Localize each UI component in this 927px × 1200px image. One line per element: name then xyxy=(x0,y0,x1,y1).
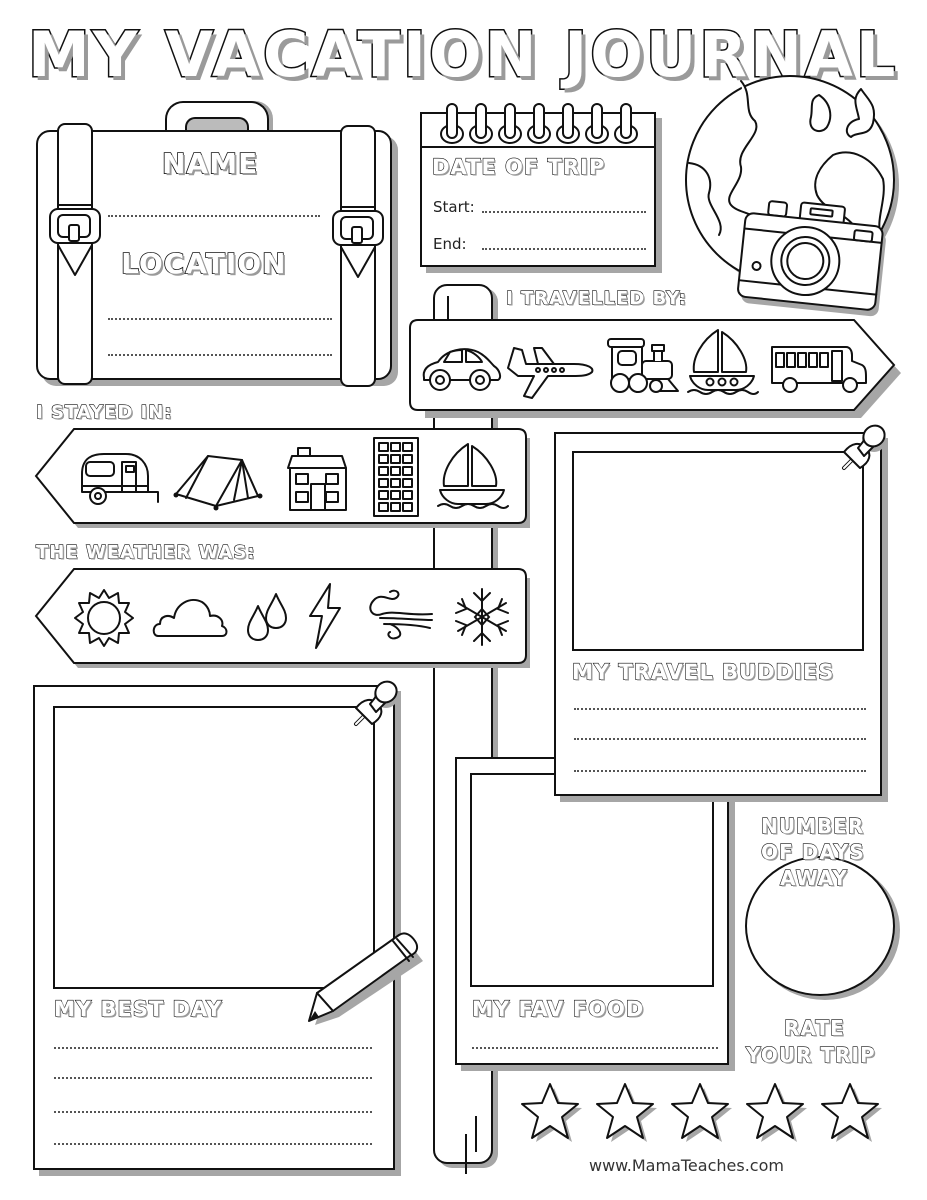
best-day-photo-area[interactable] xyxy=(53,706,375,989)
sailboat-icon[interactable] xyxy=(687,328,760,395)
train-icon[interactable] xyxy=(604,337,682,393)
calendar-divider xyxy=(420,146,656,148)
pushpin-icon xyxy=(354,680,398,726)
end-date-field[interactable] xyxy=(482,248,646,250)
fav-food-line-1[interactable] xyxy=(472,1047,718,1049)
travel-buddies-frame-overlay xyxy=(554,700,882,796)
name-label: NAME xyxy=(161,146,259,181)
end-label: End: xyxy=(433,235,467,253)
rate-trip-heading-2: YOUR TRIP xyxy=(745,1042,876,1067)
best-day-line-1[interactable] xyxy=(54,1047,372,1049)
camera-icon xyxy=(737,200,886,317)
airplane-icon[interactable] xyxy=(504,344,596,400)
name-field[interactable] xyxy=(108,215,320,217)
car-icon[interactable] xyxy=(420,344,502,392)
days-away-circle[interactable] xyxy=(745,856,895,996)
bus-icon[interactable] xyxy=(770,343,868,395)
house-icon[interactable] xyxy=(284,446,350,514)
calendar-rings-icon xyxy=(440,103,638,144)
location-field-2[interactable] xyxy=(108,354,332,356)
suitcase-body xyxy=(36,130,392,380)
snowflake-icon[interactable] xyxy=(452,587,512,647)
fav-food-photo-area[interactable] xyxy=(470,773,714,987)
weather-heading: THE WEATHER WAS: xyxy=(35,541,256,563)
star-rating xyxy=(521,1083,882,1142)
best-day-line-3[interactable] xyxy=(54,1111,372,1113)
start-date-field[interactable] xyxy=(482,211,646,213)
stayed-in-heading: I STAYED IN: xyxy=(35,401,173,423)
lightning-icon[interactable] xyxy=(306,582,344,650)
best-day-line-4[interactable] xyxy=(54,1143,372,1145)
star-4-icon[interactable] xyxy=(746,1083,807,1142)
cloud-icon[interactable] xyxy=(152,596,228,642)
days-away-heading-3: AWAY xyxy=(779,865,848,890)
footer-url: www.MamaTeaches.com xyxy=(589,1156,784,1175)
travel-buddies-heading: MY TRAVEL BUDDIES xyxy=(571,659,835,684)
tent-icon[interactable] xyxy=(172,450,268,512)
page-title: MY VACATION JOURNAL xyxy=(26,17,899,93)
star-5-icon[interactable] xyxy=(821,1083,882,1142)
star-1-icon[interactable] xyxy=(521,1083,582,1142)
date-of-trip-heading: DATE OF TRIP xyxy=(431,154,606,179)
star-3-icon[interactable] xyxy=(671,1083,732,1142)
buckle-icon xyxy=(332,206,384,278)
pushpin-icon xyxy=(842,424,886,470)
sailboat-icon[interactable] xyxy=(437,442,510,512)
location-label: LOCATION xyxy=(120,246,287,281)
hotel-building-icon[interactable] xyxy=(372,436,420,518)
best-day-heading: MY BEST DAY xyxy=(53,996,223,1021)
fav-food-heading: MY FAV FOOD xyxy=(471,996,645,1021)
travel-buddies-photo-area[interactable] xyxy=(572,451,864,651)
raindrops-icon[interactable] xyxy=(244,592,290,644)
rate-trip-heading-1: RATE xyxy=(783,1015,845,1040)
wind-icon[interactable] xyxy=(360,588,436,642)
days-away-heading-2: OF DAYS xyxy=(760,839,865,864)
sun-icon[interactable] xyxy=(74,588,134,648)
start-label: Start: xyxy=(433,198,475,216)
buckle-icon xyxy=(49,204,101,276)
location-field-1[interactable] xyxy=(108,318,332,320)
travelled-by-heading: I TRAVELLED BY: xyxy=(505,287,687,309)
days-away-heading-1: NUMBER xyxy=(760,813,865,838)
best-day-line-2[interactable] xyxy=(54,1077,372,1079)
star-2-icon[interactable] xyxy=(596,1083,657,1142)
camper-trailer-icon[interactable] xyxy=(74,452,160,510)
pencil-icon xyxy=(308,932,423,1025)
